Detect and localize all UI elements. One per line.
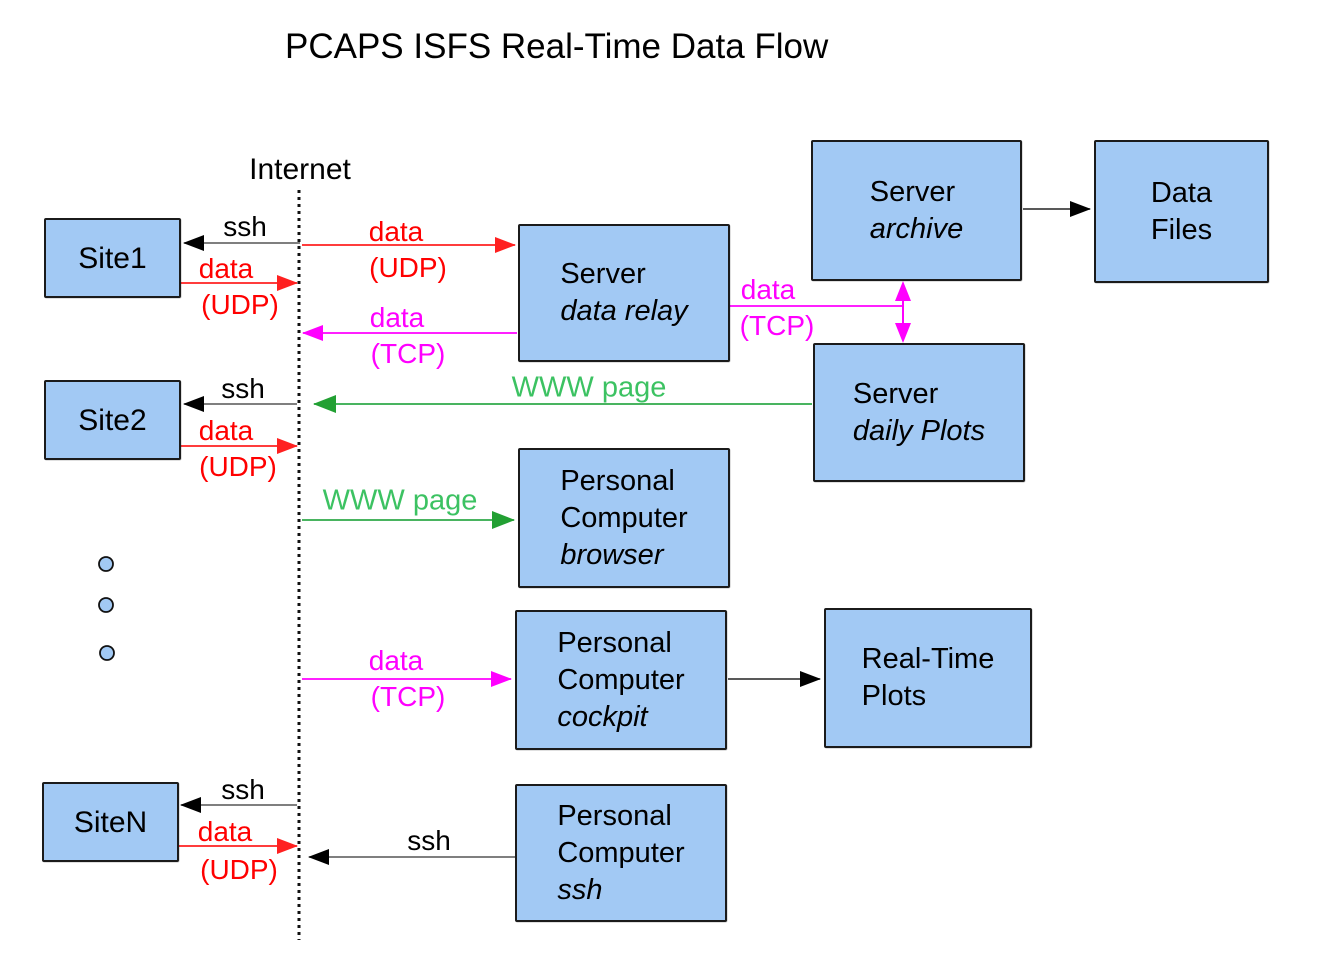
edge-label-data-to-relay: data [368,216,424,247]
node-label: Site2 [78,403,147,437]
node-role-label: cockpit [557,700,648,733]
node-label: Personal [557,626,672,659]
node-role-label: data relay [560,295,688,327]
node-pc-browser: Personal Computer browser [518,448,730,588]
node-label: Computer [557,663,685,696]
node-role-label: archive [869,212,964,245]
node-role-label: daily Plots [852,414,986,447]
node-server-data-relay: Server data relay [518,224,730,362]
node-role-label: ssh [557,873,603,906]
node-role-label: browser [560,538,664,571]
node-real-time-plots: Real-Time Plots [824,608,1032,748]
edge-label-udp-to-relay: (UDP) [369,252,447,283]
edge-label-data-relay-archive: data [740,274,796,305]
internet-label: Internet [249,153,351,186]
node-pc-cockpit: Personal Computer cockpit [515,610,727,750]
edge-label-www-site2: WWW page [511,371,667,404]
edge-label-ssh-site2: ssh [221,373,265,404]
node-data-files: Data Files [1094,140,1269,283]
node-label: Server [560,258,646,290]
edge-label-udp-site2: (UDP) [199,451,277,482]
node-site2: Site2 [44,380,181,460]
node-label: Files [1150,213,1213,246]
edge-label-data-siteN: data [197,816,253,847]
node-label: Plots [861,680,927,712]
node-label: Server [852,377,939,410]
diagram-title: PCAPS ISFS Real-Time Data Flow [285,27,829,66]
node-label: Data [1150,176,1213,209]
node-label: Real-Time [861,643,995,675]
node-siteN: SiteN [42,782,179,862]
edge-label-tcp-cockpit: (TCP) [370,681,446,712]
edge-label-tcp-from-relay: (TCP) [370,338,446,369]
node-label: Server [869,175,956,208]
edge-label-data-from-relay: data [369,302,425,333]
edge-label-udp-site1: (UDP) [201,289,279,320]
node-server-daily-plots: Server daily Plots [813,343,1025,482]
edge-label-ssh-siteN: ssh [221,774,265,805]
edge-label-ssh-pcssh: ssh [407,825,451,856]
node-label: Personal [560,464,675,497]
more-sites-ellipsis [98,556,115,661]
edge-label-ssh-site1: ssh [223,211,267,242]
edge-label-udp-siteN: (UDP) [200,854,278,885]
edge-label-data-cockpit: data [368,645,424,676]
edge-label-tcp-relay-archive: (TCP) [739,310,815,341]
node-server-archive: Server archive [811,140,1022,281]
node-label: Computer [557,836,685,869]
edge-label-www-browser: WWW page [322,484,478,517]
node-label: Personal [557,799,672,832]
edge-label-data-site2: data [198,415,254,446]
arrow-tcp-archive-dailyplots-bidirectional [895,281,911,343]
node-pc-ssh: Personal Computer ssh [515,784,727,922]
node-label: Site1 [78,241,147,275]
node-label: SiteN [73,805,148,839]
edge-label-data-site1: data [198,253,254,284]
node-label: Computer [560,501,688,534]
node-site1: Site1 [44,218,181,298]
